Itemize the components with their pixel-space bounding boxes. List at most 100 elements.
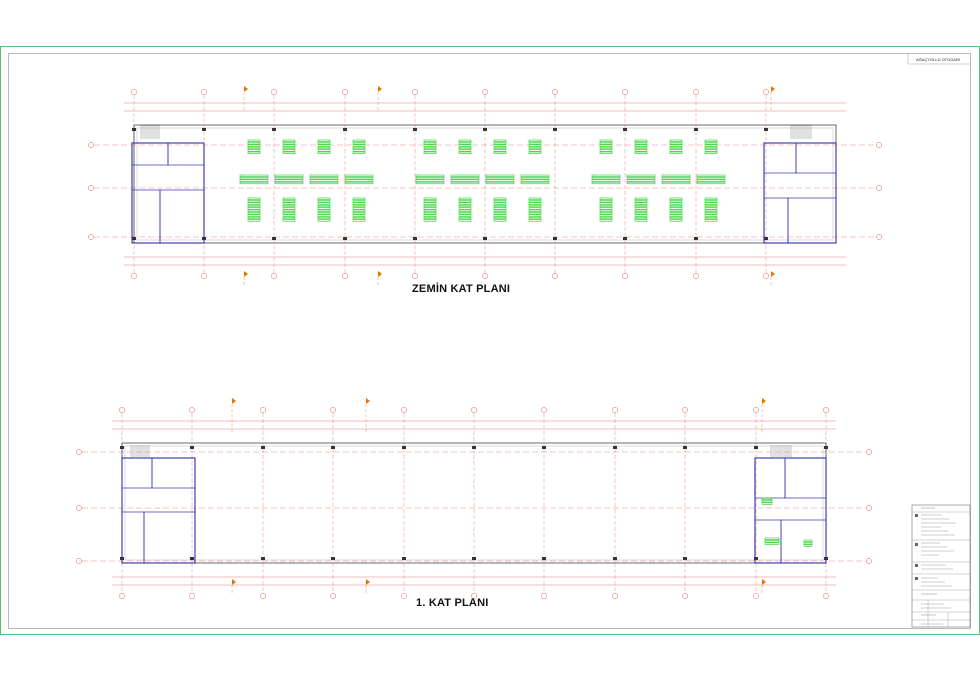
grid-bubble: [412, 273, 418, 279]
room-partition: [754, 457, 786, 499]
seat-row: [344, 179, 374, 182]
seat-row: [493, 151, 507, 154]
seat-row: [669, 200, 683, 203]
seat-row: [696, 177, 726, 180]
seat-row: [247, 202, 261, 205]
seat-row: [282, 204, 296, 208]
grid-bubble: [823, 593, 829, 599]
grid-bubble: [622, 89, 628, 95]
seat-row: [493, 149, 507, 152]
seat-row: [317, 212, 331, 215]
seat-row: [458, 142, 472, 145]
grid-bubble: [401, 407, 407, 413]
seat-row: [520, 177, 550, 180]
seat-row: [599, 146, 613, 150]
seat-row: [634, 214, 648, 217]
column: [683, 446, 687, 449]
seat-row: [704, 144, 718, 147]
seat-row: [247, 214, 261, 217]
seat-row: [423, 202, 437, 205]
seat-row: [458, 216, 472, 220]
seat-row: [247, 207, 261, 210]
seating-block: [528, 197, 542, 222]
seat-row: [282, 151, 296, 154]
seat-row: [485, 181, 515, 185]
seat-row: [247, 212, 261, 215]
seating-block: [520, 174, 550, 185]
grid-bubble: [88, 234, 94, 240]
seat-row: [764, 537, 780, 540]
section-marker: [762, 398, 766, 404]
grid-bubble: [330, 407, 336, 413]
seat-row: [669, 197, 683, 200]
seating-block: [344, 174, 374, 185]
seat-row: [634, 202, 648, 205]
seat-row: [274, 181, 304, 185]
seat-row: [282, 139, 296, 142]
seat-row: [282, 142, 296, 145]
column: [261, 557, 265, 560]
grid-bubble: [866, 449, 872, 455]
grid-bubble: [763, 89, 769, 95]
seating-block: [274, 174, 304, 185]
seat-row: [282, 214, 296, 217]
seat-row: [669, 214, 683, 217]
column: [132, 128, 136, 131]
seat-row: [669, 216, 683, 220]
seat-row: [626, 177, 656, 180]
seat-row: [317, 219, 331, 222]
seat-row: [458, 202, 472, 205]
section-marker: [366, 579, 370, 585]
seat-row: [317, 209, 331, 212]
seat-row: [528, 144, 542, 147]
seat-row: [493, 139, 507, 142]
room-partition: [131, 189, 161, 244]
seat-row: [493, 204, 507, 208]
seat-row: [704, 146, 718, 150]
section-marker: [232, 398, 236, 404]
column: [824, 446, 828, 449]
column: [132, 237, 136, 240]
seat-row: [317, 207, 331, 210]
grid-bubble: [471, 593, 477, 599]
grid-bubble: [482, 89, 488, 95]
seat-row: [450, 179, 480, 182]
project-name: AĞAÇYOLLU OTOGARI: [916, 57, 960, 62]
seating-block: [669, 139, 683, 154]
seat-row: [493, 214, 507, 217]
seat-row: [458, 204, 472, 208]
column: [754, 446, 758, 449]
seat-row: [696, 181, 726, 185]
seating-block: [247, 139, 261, 154]
seat-row: [450, 181, 480, 185]
seat-row: [317, 151, 331, 154]
room-partition: [784, 457, 827, 499]
seat-row: [599, 219, 613, 222]
seating-block: [661, 174, 691, 185]
seat-row: [352, 212, 366, 215]
seat-row: [317, 202, 331, 205]
section-marker: [366, 398, 370, 404]
seating-block: [239, 174, 269, 185]
seat-row: [528, 212, 542, 215]
seat-row: [761, 500, 773, 503]
column: [754, 557, 758, 560]
seat-row: [704, 209, 718, 212]
seat-row: [458, 139, 472, 142]
seat-row: [591, 177, 621, 180]
seat-row: [528, 204, 542, 208]
grid-bubble: [342, 89, 348, 95]
seat-row: [282, 200, 296, 203]
seat-row: [458, 151, 472, 154]
seating-block: [599, 139, 613, 154]
grid-bubble: [682, 593, 688, 599]
stamp-icon: [915, 514, 918, 580]
seat-row: [599, 197, 613, 200]
seat-row: [309, 179, 339, 182]
seat-row: [493, 209, 507, 212]
column: [613, 557, 617, 560]
seating-block: [634, 139, 648, 154]
seating-block: [493, 197, 507, 222]
seat-row: [247, 219, 261, 222]
seat-row: [704, 214, 718, 217]
